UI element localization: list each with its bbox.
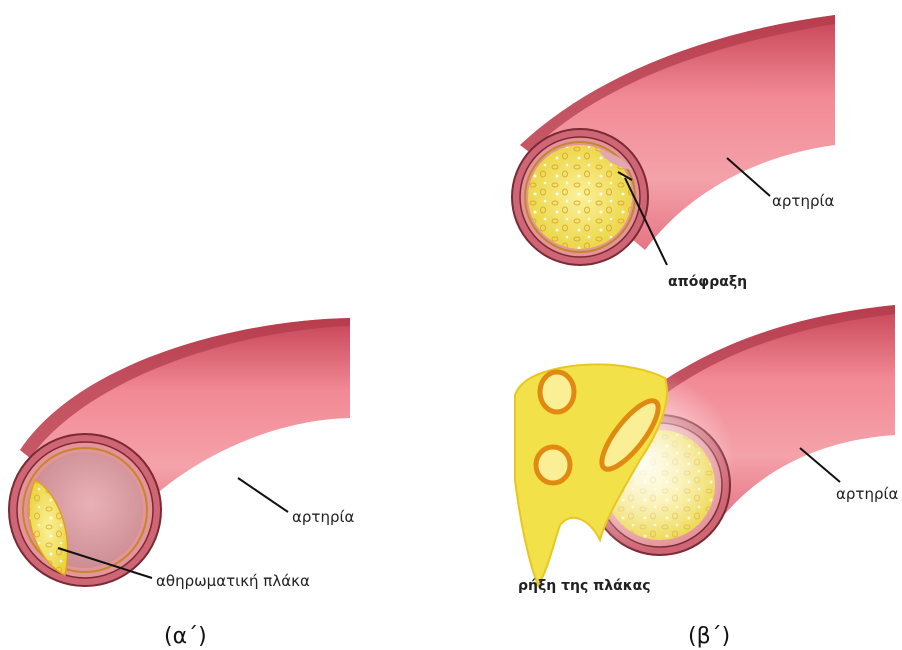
caption-a: (α΄) — [164, 624, 207, 649]
artery-label-a: αρτηρία — [292, 508, 355, 526]
panel-a-artery — [9, 318, 350, 586]
rupture-label: ρήξη της πλάκας — [518, 578, 651, 594]
plaque-label: αθηρωματική πλάκα — [156, 572, 310, 590]
caption-b: (β΄) — [688, 624, 730, 649]
artery-label-b-top: αρτηρία — [772, 192, 835, 210]
artery-label-b-bottom: αρτηρία — [836, 485, 899, 503]
panel-b-top-artery — [512, 15, 835, 265]
leader-artery-b-bottom — [800, 448, 840, 482]
leader-artery-a — [238, 478, 288, 512]
blockage-label: απόφραξη — [668, 274, 747, 290]
